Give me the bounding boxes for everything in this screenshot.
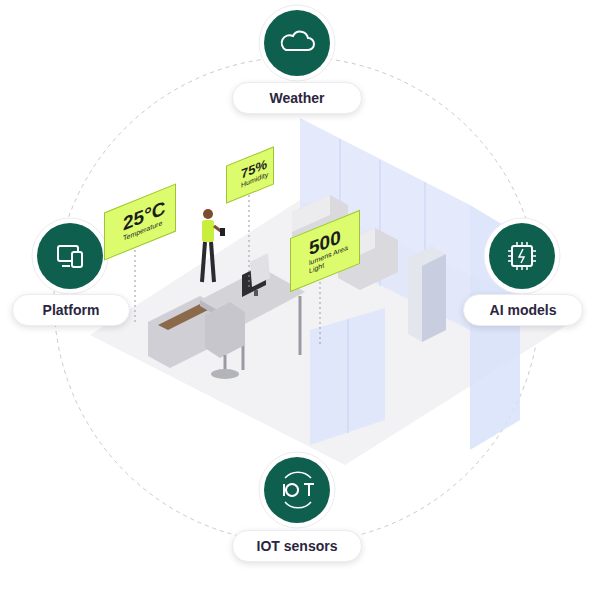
cabinet-top-detail (158, 304, 210, 330)
person-shirt (202, 220, 214, 242)
category-pill: Weather (232, 82, 362, 114)
category-pill: AI models (463, 294, 583, 326)
filing-cabinet (408, 246, 446, 342)
glass-seam (348, 319, 349, 433)
category-pill: IOT sensors (232, 530, 362, 562)
person-leg (202, 242, 205, 282)
node-label: Weather (270, 90, 325, 106)
category-pill: Platform (12, 294, 130, 326)
iot-icon (259, 452, 335, 528)
person-leg (211, 242, 214, 282)
person-phone (220, 228, 225, 236)
leader-line (249, 195, 250, 290)
glass-panel-front (310, 308, 385, 445)
desk-leg (299, 296, 302, 355)
filing-cabinet-front (422, 254, 446, 342)
person-head (203, 209, 213, 219)
desk-chair-back (250, 253, 270, 287)
platform-icon (32, 218, 108, 294)
sensor-callout: 75%Humidity (226, 146, 274, 203)
office-floor (90, 200, 575, 465)
weather-icon (259, 5, 335, 81)
node-label: IOT sensors (257, 538, 338, 554)
sensor-callout: 500lumens Area Light (290, 210, 360, 292)
ai-chip-icon (484, 218, 560, 294)
sensor-callout: 25°CTemperature (104, 183, 176, 260)
front-chair (205, 302, 245, 358)
leader-line (320, 282, 321, 345)
monitor-stand (254, 290, 258, 296)
chair-base (211, 369, 239, 379)
leader-line (135, 250, 136, 325)
node-label: AI models (490, 302, 557, 318)
node-label: Platform (43, 302, 100, 318)
